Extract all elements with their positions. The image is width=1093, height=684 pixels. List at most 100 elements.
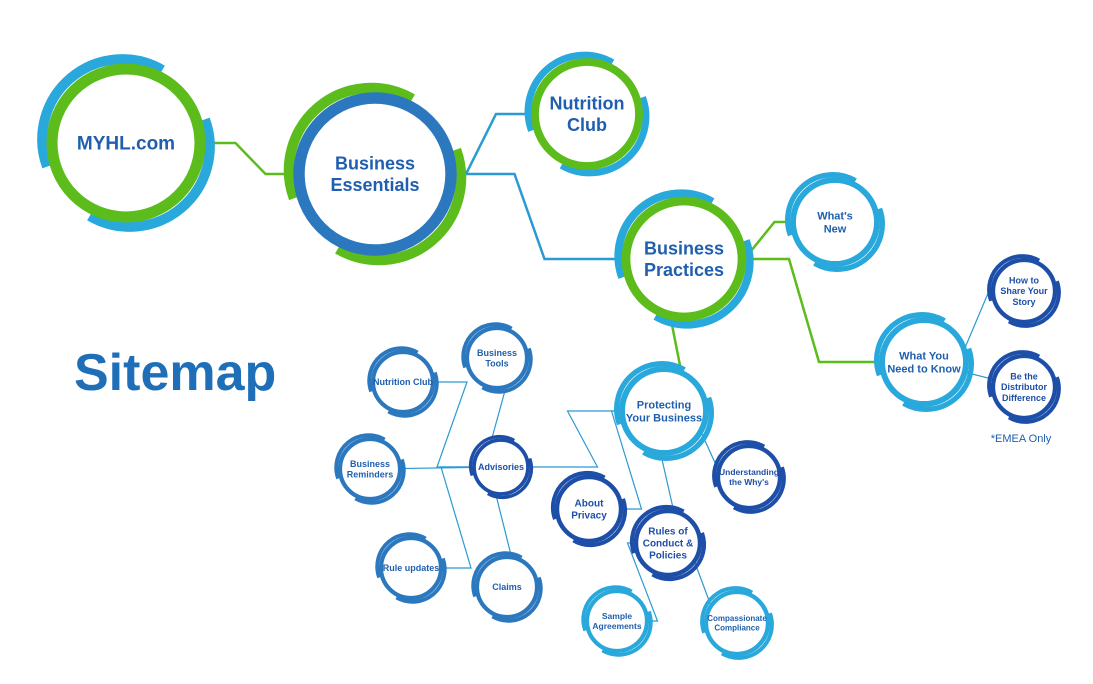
node-ring: [370, 349, 436, 415]
node-ring-arc: [387, 371, 439, 418]
node-ring-arc: [813, 207, 885, 272]
node-ring-arc: [581, 585, 633, 632]
node-label-line: Nutrition Club: [373, 377, 433, 387]
node-ring-arc: [367, 346, 419, 393]
node-rule-updates[interactable]: Rule updates: [375, 532, 447, 604]
node-ring-arc: [601, 610, 653, 657]
node-ring-arc: [642, 396, 714, 461]
node-label-line: Understanding: [719, 467, 779, 477]
node-label-line: Rule updates: [383, 563, 440, 573]
node-claims[interactable]: Claims: [471, 551, 543, 623]
node-ring-arc: [559, 96, 650, 177]
node-ring-arc: [653, 239, 754, 329]
node-ring-arc: [987, 350, 1041, 398]
node-ring-arc: [335, 147, 467, 266]
node-ring-arc: [629, 504, 685, 554]
node-label-line: Business: [350, 459, 390, 469]
node-ring-arc: [614, 189, 715, 279]
node-ring-arc: [902, 347, 974, 412]
node-label-line: Club: [567, 115, 607, 135]
node-ring-arc: [491, 576, 543, 623]
node-label-line: How to: [1009, 275, 1039, 285]
node-ring: [703, 589, 771, 657]
node-myhl[interactable]: MYHL.com: [37, 54, 215, 232]
node-ring-arc: [700, 586, 754, 634]
node-ring: [474, 554, 540, 620]
node-label-line: Your Business: [626, 412, 702, 424]
node-ring: [337, 436, 403, 502]
node-label-line: Essentials: [330, 175, 419, 195]
node-ring: [464, 325, 530, 391]
node-ring-arc: [471, 551, 523, 598]
node-nutrition-club-small[interactable]: Nutrition Club: [367, 346, 439, 418]
node-ring: [378, 535, 444, 601]
node-ring: [531, 58, 643, 170]
node-ring: [621, 196, 747, 322]
node-ring-arc: [785, 172, 857, 237]
node-label-line: Compassionate: [707, 614, 767, 623]
node-ring: [715, 443, 783, 511]
node-ring-arc: [486, 457, 534, 500]
node-ring: [472, 438, 530, 496]
node-label-line: Agreements: [592, 621, 641, 631]
node-ring-arc: [614, 361, 686, 426]
node-label-line: Share Your: [1000, 286, 1048, 296]
node-label-line: New: [824, 223, 847, 235]
node-label-line: About: [575, 499, 605, 510]
node-advisories[interactable]: Advisories: [468, 434, 534, 500]
node-ring: [293, 92, 457, 256]
node-label-line: What You: [899, 350, 949, 362]
node-ring: [990, 353, 1058, 421]
node-label-line: Tools: [485, 359, 508, 369]
node-label-line: Advisories: [478, 462, 524, 472]
node-ring-arc: [1007, 376, 1061, 424]
node-ring-arc: [283, 82, 415, 201]
node-label-line: Sample: [602, 611, 633, 621]
node-label-line: What's: [817, 210, 853, 222]
node-ring: [584, 588, 650, 654]
node-ring-arc: [87, 117, 215, 232]
node-label-line: Conduct &: [643, 539, 694, 550]
node-ring-arc: [37, 54, 165, 169]
node-label-line: Reminders: [347, 470, 394, 480]
node-ring-arc: [874, 312, 946, 377]
node-label: Rule updates: [383, 563, 440, 573]
emea-footnote: *EMEA Only: [991, 433, 1052, 445]
node-label: Advisories: [478, 462, 524, 472]
node-label-line: Claims: [492, 582, 522, 592]
node-label-line: Difference: [1002, 393, 1046, 403]
node-ring-arc: [468, 434, 516, 477]
node-ring-arc: [550, 470, 606, 520]
node-label: MYHL.com: [77, 134, 175, 155]
node-label-line: Need to Know: [887, 363, 961, 375]
node-ring-arc: [395, 557, 447, 604]
